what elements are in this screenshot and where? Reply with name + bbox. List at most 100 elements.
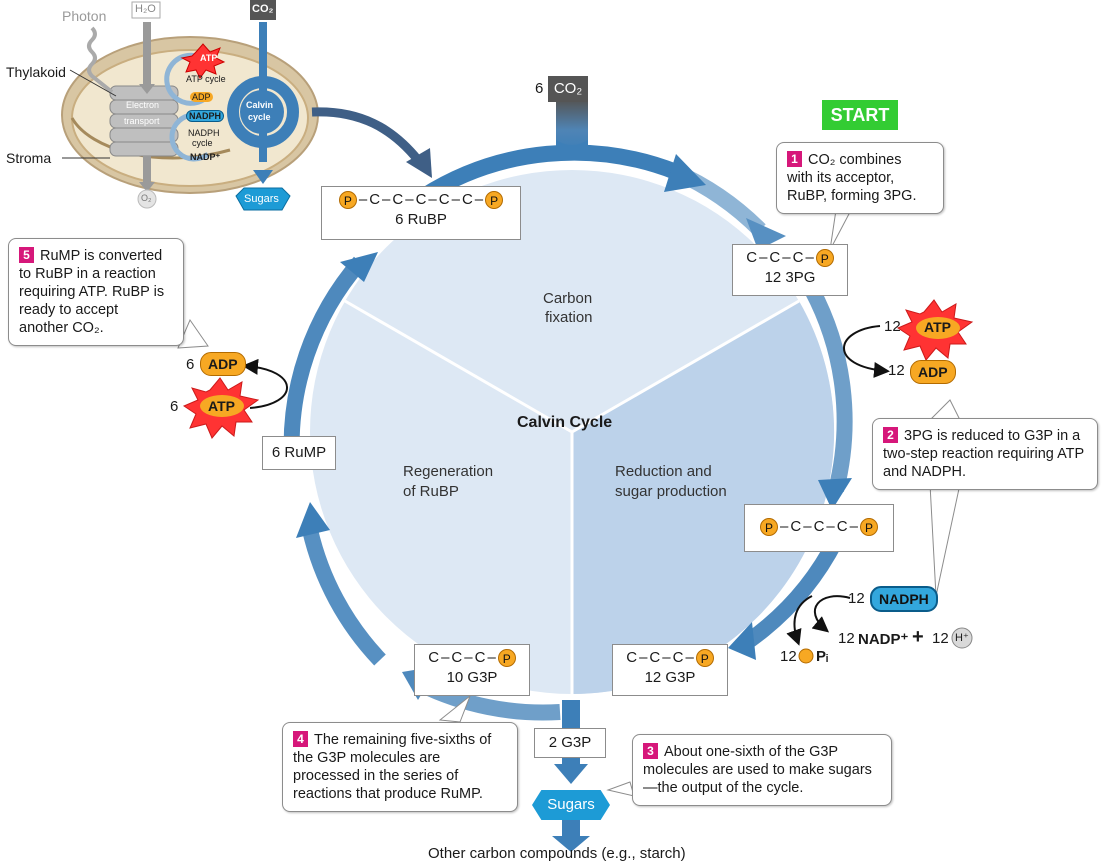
phosphate: P [497,649,516,667]
pi-dot [798,648,814,664]
adp6-pill: ADP [200,352,246,376]
step-1-text: CO₂ combines with its acceptor, RuBP, fo… [787,152,917,204]
nadp12-label: NADP⁺ [858,631,909,648]
step-5-number: 5 [19,247,34,263]
pg3-label: 12 3PG [764,269,816,286]
step-3-text: About one-sixth of the G3P molecules are… [643,744,872,796]
carbon: C [415,191,427,208]
pi-label: Pᵢ [816,648,829,665]
bpg-chain: P– C– C– C– P [745,518,893,536]
nadp12-count: 12 [838,630,855,647]
phosphate: P [760,518,779,536]
adp6-label: ADP [200,352,246,376]
inset-nadph-label: NADPH [186,110,225,122]
g3p12-chain: C– C– C– P [613,649,727,667]
atp-burst-6 [182,377,260,439]
stroma-label: Stroma [6,150,52,166]
regen-label-2: of RuBP [403,483,459,500]
inset-atp-label: ATP [200,53,218,63]
carbon: C [626,649,638,666]
inset-calvin-label-1: Calvin [246,100,274,110]
step-4-text: The remaining five-sixths of the G3P mol… [293,732,492,802]
h2o-label: H₂O [135,3,156,15]
carbon: C [438,191,450,208]
callout-tails [177,209,961,797]
h-ion [951,627,973,649]
phosphate: P [815,249,834,267]
atp6-count: 6 [170,398,179,415]
step-1-number: 1 [787,151,802,167]
inset-co2-label: CO₂ [252,3,274,15]
atp12-count: 12 [884,318,901,335]
co2-count: 6 [535,80,544,97]
step-2-number: 2 [883,427,898,443]
co2-stem [556,100,588,160]
inset-sugars-label: Sugars [244,193,279,205]
g3p12-label: 12 G3P [644,669,696,686]
photon-label: Photon [62,8,107,24]
start-badge: START [822,100,898,130]
atp6-label: ATP [208,398,235,414]
atp-burst-12 [896,299,974,361]
step-3-number: 3 [643,743,658,759]
cofactor-arrows [242,325,890,646]
carbon: C [813,518,825,535]
carbon: C [649,649,661,666]
rump-box: 6 RuMP [262,436,336,470]
carbon: C [428,649,440,666]
thylakoid-label: Thylakoid [6,64,66,80]
adp6-count: 6 [186,356,195,373]
nadph12-label: NADPH [870,586,938,612]
phosphate: P [485,191,504,209]
nadph-cycle-label-2: cycle [192,138,213,148]
fixation-label-2: fixation [545,309,593,326]
center-title: Calvin Cycle [517,414,613,431]
g3p10-chain: C– C– C– P [415,649,529,667]
h12-count: 12 [932,630,949,647]
plus-sign: + [912,626,924,648]
bpg-box: P– C– C– C– P [744,504,894,552]
phosphate: P [859,518,878,536]
carbon: C [461,191,473,208]
carbon: C [672,649,684,666]
phosphate: P [338,191,357,209]
sugar-output-stem [552,700,590,852]
pg3-chain: C– C– C– P [733,249,847,267]
carbon: C [790,518,802,535]
carbon: C [369,191,381,208]
fixation-label-1: Carbon [543,290,593,307]
rubp-label: 6 RuBP [395,211,447,228]
step-2-text: 3PG is reduced to G3P in a two-step reac… [883,428,1084,480]
electron-label: Electron [126,100,160,110]
inset-calvin-label-2: cycle [248,112,271,122]
carbon: C [474,649,486,666]
nadph12-pill: NADPH [870,586,938,612]
pi12-count: 12 [780,648,797,665]
carbon: C [792,249,804,266]
h-label: H⁺ [955,632,969,644]
adp12-count: 12 [888,362,905,379]
nadph12-count: 12 [848,590,865,607]
sugars-output: Sugars [532,790,610,820]
regen-label-1: Regeneration [403,463,494,480]
adp12-pill: ADP [910,360,956,384]
cycle-sectors [310,170,835,694]
transport-label: transport [124,116,160,126]
carbon: C [746,249,758,266]
carbon: C [392,191,404,208]
carbon: C [836,518,848,535]
nadph-cycle-label-1: NADPH [188,128,220,138]
rubp-chain: P– C– C– C– C– C– P [322,191,520,209]
atp-cycle-label: ATP cycle [186,74,226,84]
inset-nadp-label: NADP⁺ [190,152,221,162]
reduction-label-2: sugar production [615,483,727,500]
atp12-label: ATP [924,319,951,335]
step-4-number: 4 [293,731,308,747]
co2-input-box: CO₂ [548,76,588,102]
phosphate: P [695,649,714,667]
reduction-label-1: Reduction and [615,463,712,480]
